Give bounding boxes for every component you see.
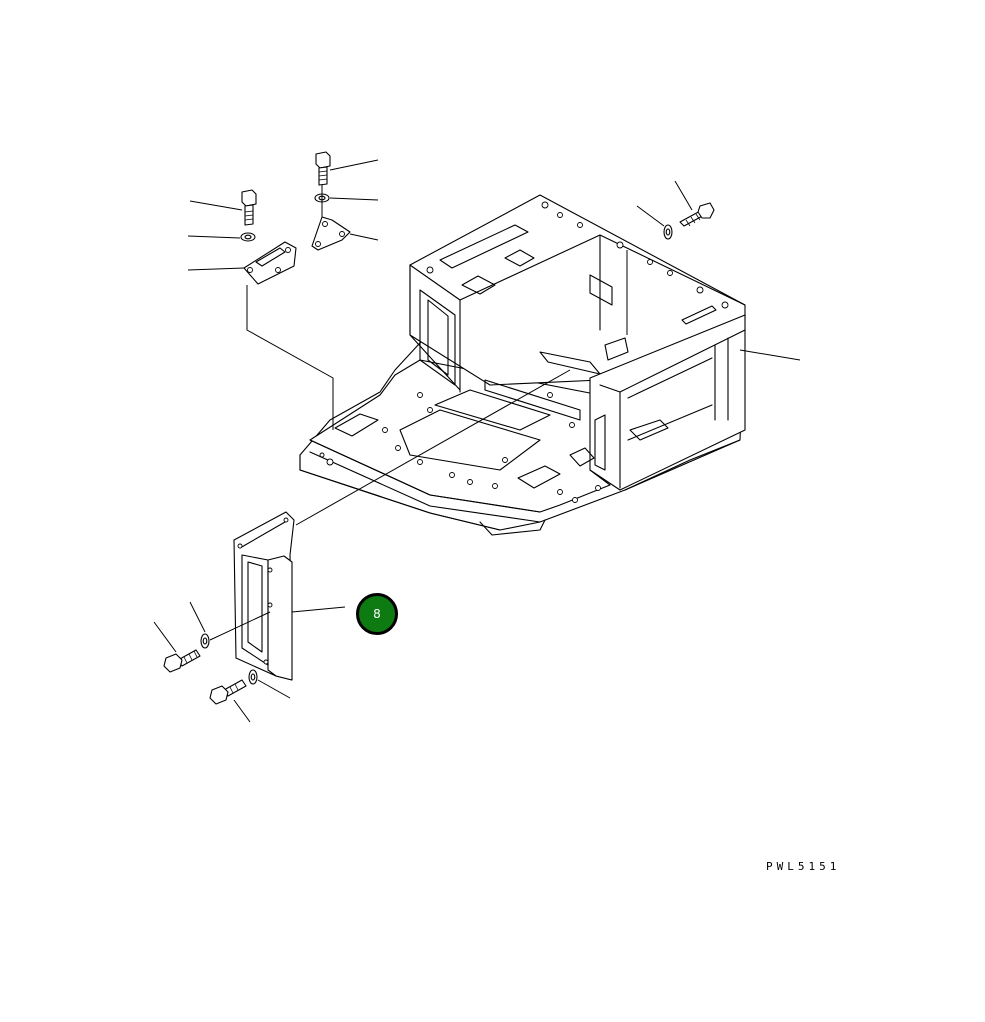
washer [200, 633, 210, 649]
washer [248, 669, 258, 685]
bolt [209, 679, 247, 705]
right-bracket-plate [311, 216, 351, 251]
leader-lines [153, 159, 801, 723]
bolt [163, 649, 201, 673]
drawing-code: PWL5151 [766, 860, 841, 873]
callout-8-badge[interactable]: 8 [356, 593, 398, 635]
bolt [679, 202, 715, 227]
side-panel [233, 511, 295, 681]
bolt [315, 151, 331, 186]
left-bracket-plate [243, 241, 297, 285]
washer [240, 232, 256, 242]
floor-frame [299, 194, 746, 536]
washer [663, 224, 673, 240]
bolt [241, 189, 257, 226]
